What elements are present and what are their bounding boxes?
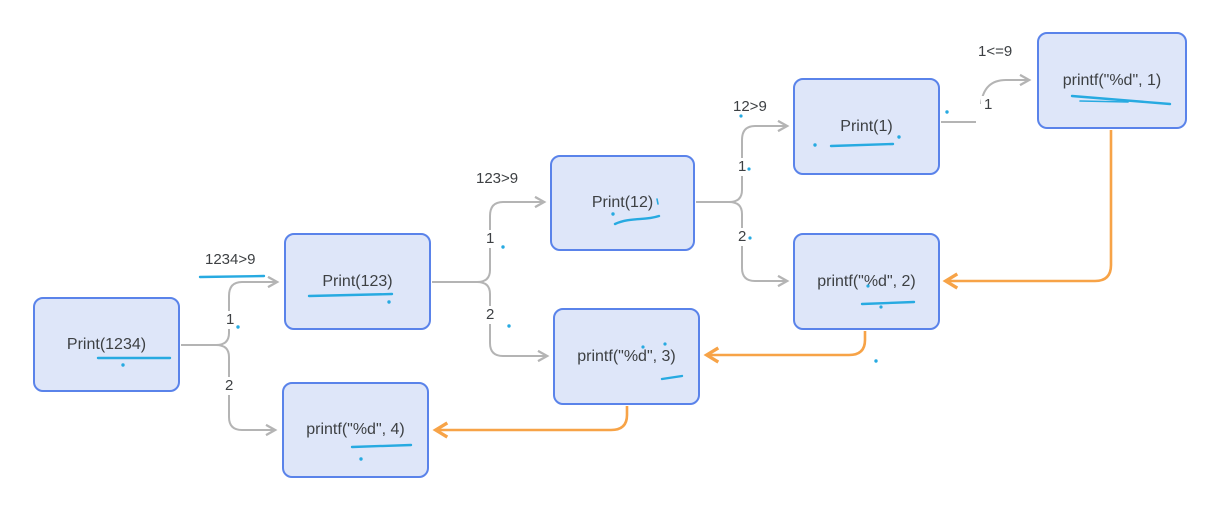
edge-label-branch-1234-call: 1: [223, 311, 238, 329]
node-printf-3[interactable]: printf("%d", 3): [553, 308, 700, 405]
ink-dot: [874, 359, 878, 363]
node-print-123[interactable]: Print(123): [284, 233, 431, 330]
node-printf-4-label: printf("%d", 4): [306, 421, 405, 438]
edge-label-cond-123: 123>9: [473, 170, 522, 188]
node-printf-1-label: printf("%d", 1): [1062, 71, 1162, 89]
return-printf1-to-printf2: [942, 130, 1113, 290]
node-print-1[interactable]: Print(1): [793, 78, 940, 175]
edge-label-cond-1: 1<=9: [975, 43, 1016, 61]
edge-label-branch-12-print: 2: [735, 228, 750, 246]
edge-label-branch-12-call: 1: [735, 158, 750, 176]
return-printf2-to-printf3: [703, 331, 867, 364]
node-print-12[interactable]: Print(12): [550, 155, 695, 251]
node-print-1234[interactable]: Print(1234): [33, 297, 180, 392]
return-printf3-to-printf4: [432, 406, 629, 439]
ink-dot: [501, 245, 505, 249]
ink-dot: [507, 324, 511, 328]
node-printf-4[interactable]: printf("%d", 4): [282, 382, 429, 478]
node-printf-2-label: printf("%d", 2): [817, 272, 916, 290]
node-print-1-label: Print(1): [840, 117, 893, 135]
node-print-12-label: Print(12): [591, 194, 654, 211]
node-printf-1[interactable]: printf("%d", 1): [1037, 32, 1187, 129]
ink-underline-cond-1234: [198, 274, 266, 279]
edge-label-branch-123-print: 2: [483, 306, 498, 324]
node-print-1234-label: Print(1234): [66, 335, 147, 353]
edge-label-cond-1234: 1234>9: [202, 251, 259, 269]
node-printf-3-label: printf("%d", 3): [577, 347, 676, 365]
node-print-123-label: Print(123): [322, 272, 393, 290]
ink-annotations: [96, 94, 1172, 461]
ink-dot: [945, 110, 949, 114]
edge-label-cond-12: 12>9: [730, 98, 770, 116]
node-printf-2[interactable]: printf("%d", 2): [793, 233, 940, 330]
edge-label-branch-123-call: 1: [483, 230, 498, 248]
edge-label-branch-1234-print: 2: [222, 377, 237, 395]
edge-label-branch-1-print: 1: [981, 96, 996, 114]
